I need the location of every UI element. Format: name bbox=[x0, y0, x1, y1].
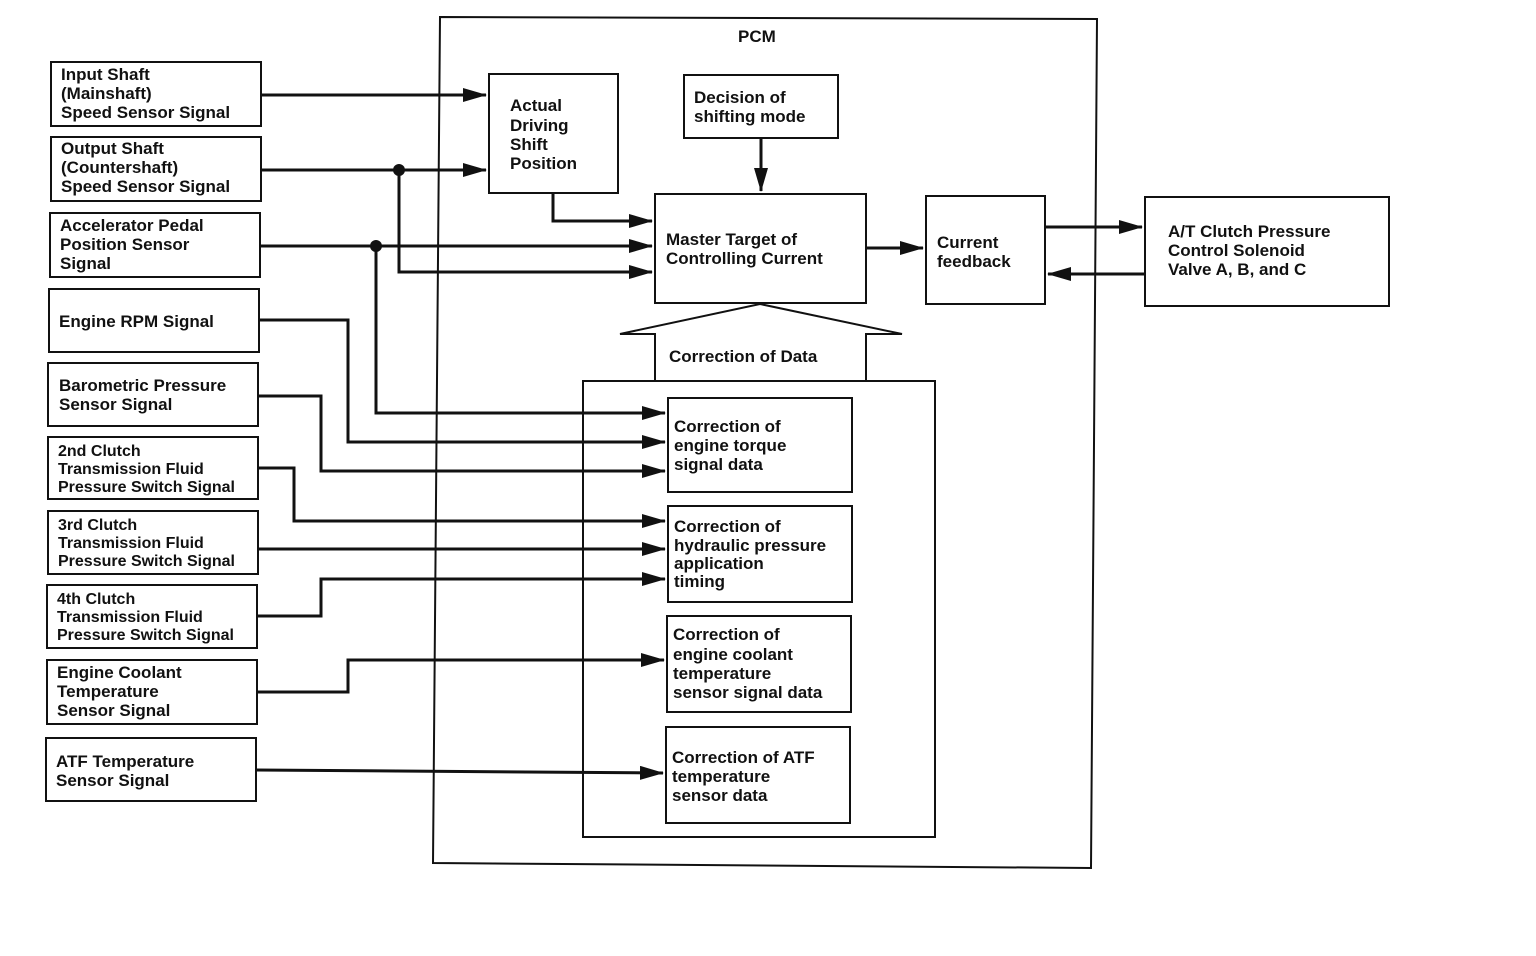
input-box-engine-rpm: Engine RPM Signal bbox=[48, 288, 260, 353]
correction-of-data-label: Correction of Data bbox=[669, 347, 818, 366]
wire-accelerator-branch bbox=[374, 246, 666, 420]
wire-coolant bbox=[257, 653, 665, 694]
wire-2nd-clutch bbox=[258, 466, 666, 528]
input-box-input-shaft: Input Shaft(Mainshaft)Speed Sensor Signa… bbox=[50, 61, 262, 127]
wire-engine-rpm bbox=[259, 318, 666, 449]
svg-text:Output Shaft(Countershaft)Spee: Output Shaft(Countershaft)Speed Sensor S… bbox=[61, 139, 230, 196]
pcm-title: PCM bbox=[738, 27, 776, 46]
svg-text:Correction of Data: Correction of Data bbox=[669, 347, 818, 366]
correction-of-data-arrow bbox=[619, 302, 903, 381]
wire-barometric bbox=[258, 394, 666, 478]
input-box-output-shaft: Output Shaft(Countershaft)Speed Sensor S… bbox=[50, 136, 262, 202]
wire-output-shaft-branch bbox=[397, 170, 653, 279]
wire-actual-to-master bbox=[551, 193, 653, 228]
junction-dot-accelerator bbox=[370, 240, 382, 252]
svg-text:Input Shaft(Mainshaft)Speed Se: Input Shaft(Mainshaft)Speed Sensor Signa… bbox=[61, 65, 230, 122]
wire-4th-clutch bbox=[257, 572, 666, 618]
wire-atf bbox=[255, 765, 664, 780]
correction-region-frame bbox=[582, 380, 936, 838]
svg-text:Engine RPM Signal: Engine RPM Signal bbox=[59, 312, 214, 331]
junction-dot-output-shaft bbox=[393, 164, 405, 176]
pcm-frame bbox=[431, 15, 1099, 870]
